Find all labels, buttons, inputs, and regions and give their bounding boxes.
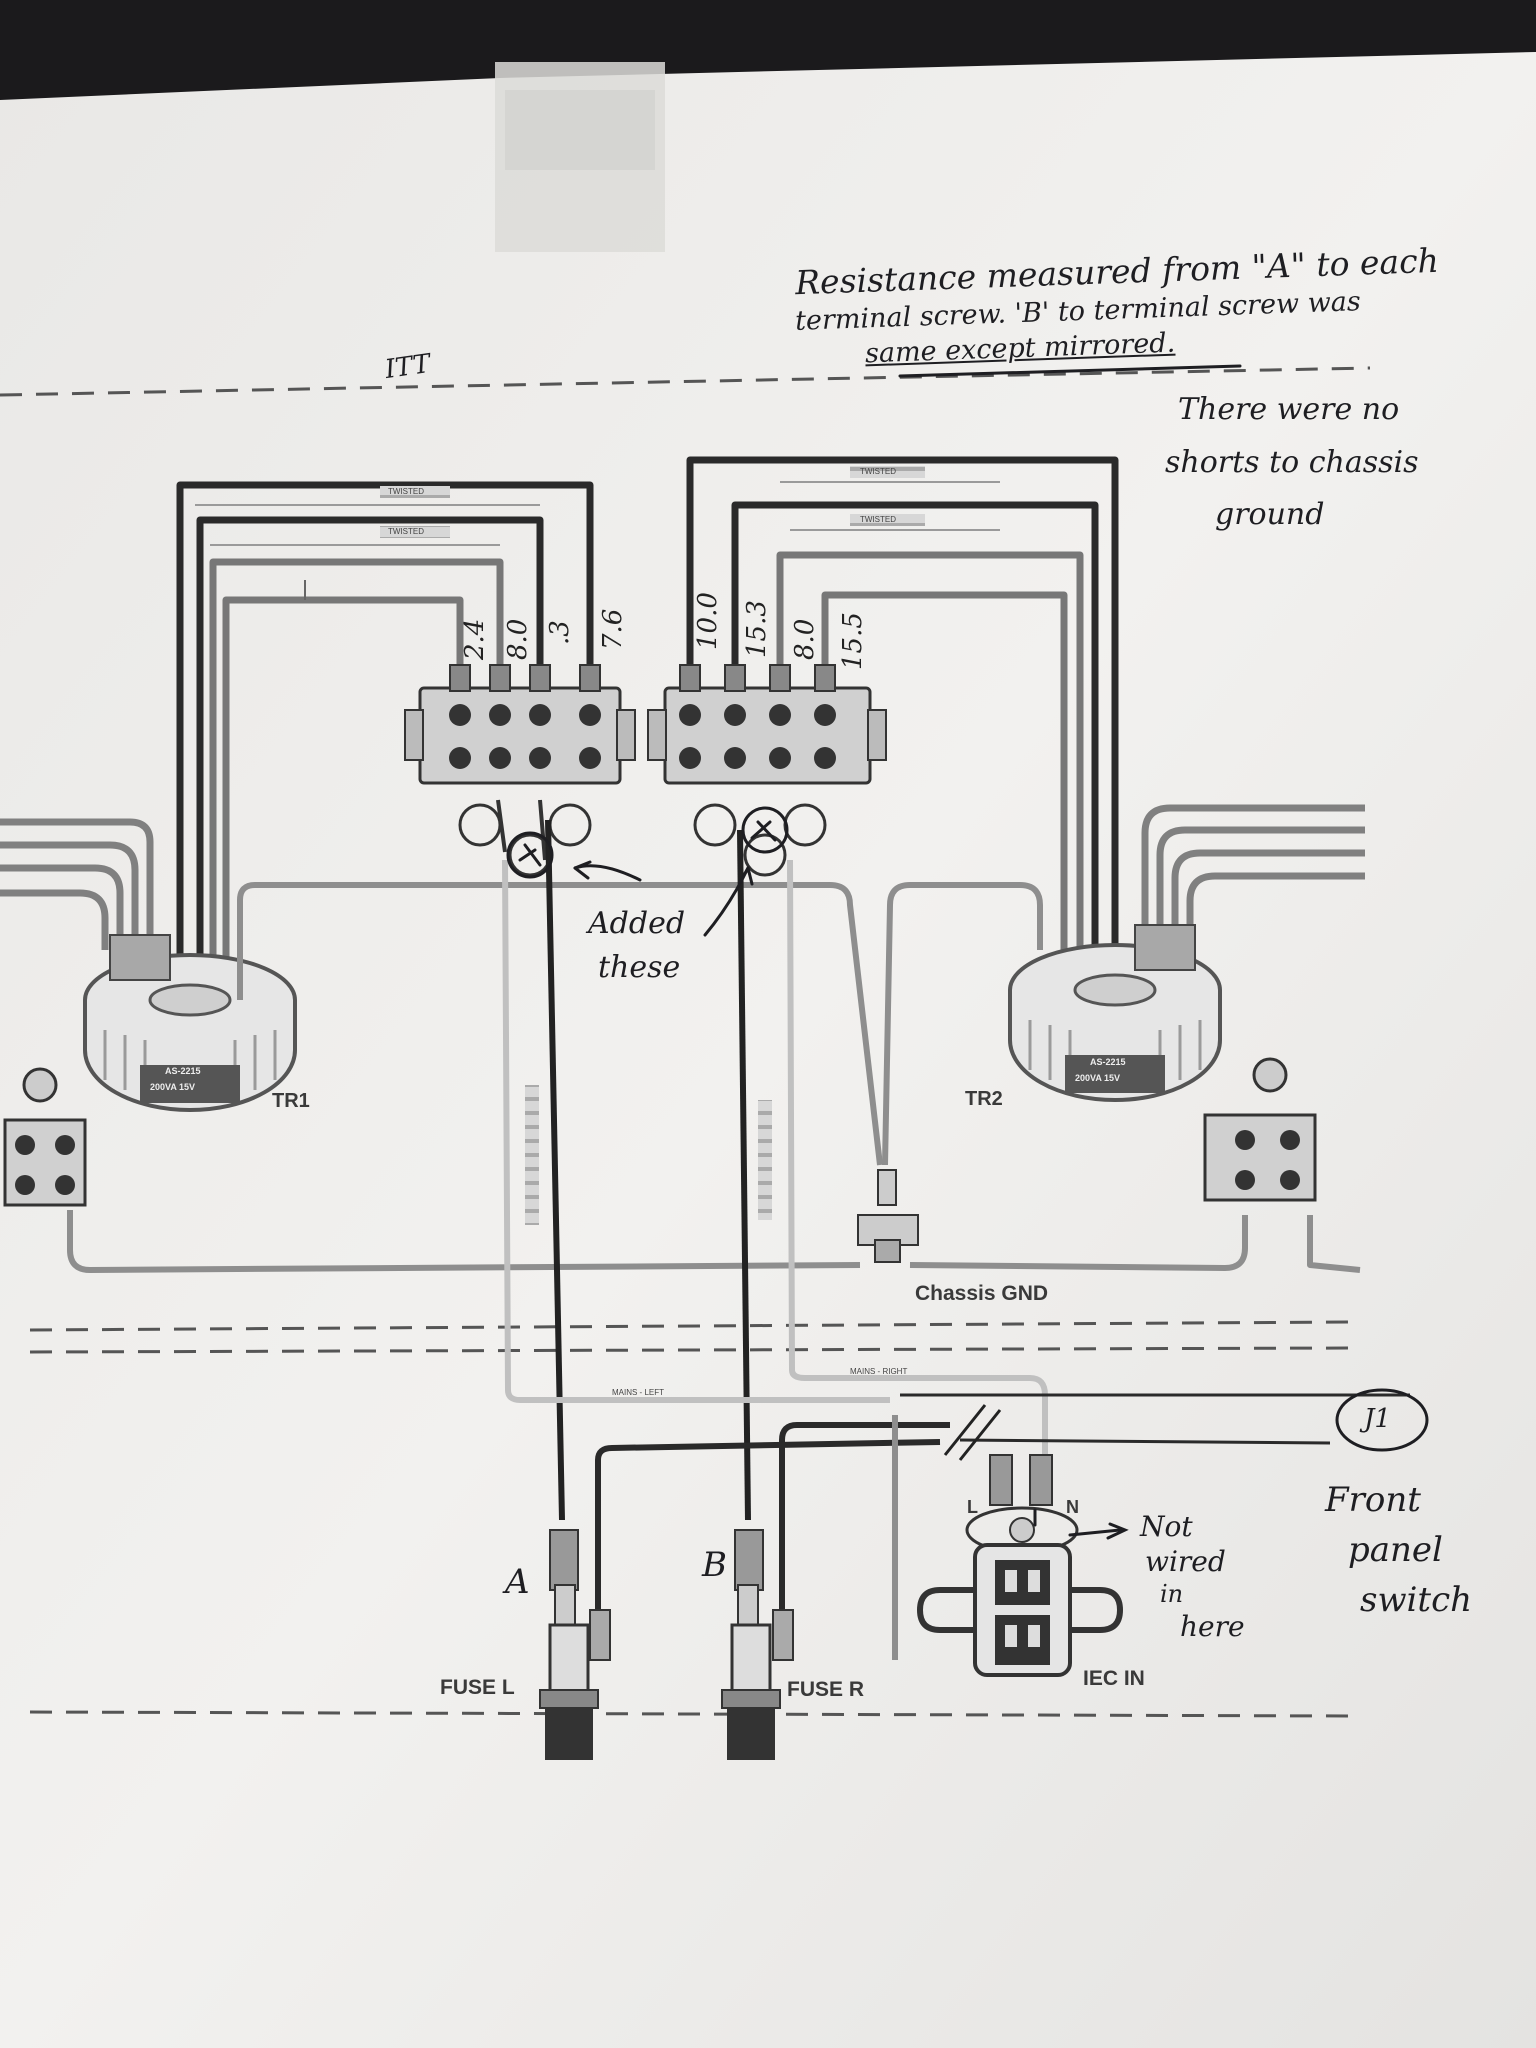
twisted-tag-4: TWISTED (860, 515, 896, 524)
reading-left-1: 2.4 (460, 618, 490, 660)
fuse-l-label: FUSE L (440, 1676, 515, 1699)
fuse-holder-left (539, 1529, 611, 1760)
reading-right-4: 15.5 (838, 612, 868, 670)
reading-left-3: .3 (545, 620, 575, 645)
note-added-line2: these (598, 950, 681, 985)
note-added-line1: Added (588, 906, 686, 941)
point-a-label: A (505, 1562, 530, 1602)
fuse-lead-wires (502, 819, 1410, 1660)
tr1-rating-bottom: 200VA 15V (150, 1082, 196, 1092)
reading-right-3: 8.0 (790, 618, 820, 660)
mains-right-tag: MAINS - RIGHT (850, 1367, 908, 1376)
reading-left-2: 8.0 (503, 618, 533, 660)
j1-circle (1335, 1388, 1429, 1452)
chassis-ground-wires (67, 882, 1361, 1273)
note-front-line3: switch (1360, 1580, 1473, 1620)
terminal-block-right (647, 664, 887, 877)
reading-right-2: 15.3 (742, 600, 772, 658)
iec-in-label: IEC IN (1083, 1667, 1145, 1690)
margin-mark: ITT (383, 348, 433, 386)
tr2-rating-top: AS-2215 (1090, 1057, 1126, 1067)
tr2-primary-wires (1141, 804, 1365, 940)
note-not-wired-line3: in (1160, 1580, 1184, 1608)
point-b-label: B (702, 1545, 727, 1585)
ground-block-left (3, 1067, 87, 1207)
note-not-wired-line4: here (1180, 1610, 1245, 1643)
panel-divider-lines (0, 366, 1371, 1718)
note-shorts-line1: There were no (1178, 392, 1400, 427)
note-front-line2: panel (1348, 1530, 1443, 1570)
tr1-primary-wires (0, 818, 154, 950)
note-shorts-line2: shorts to chassis (1165, 445, 1419, 480)
reading-left-4: 7.6 (598, 608, 628, 650)
tr2-secondary-wires (686, 456, 1119, 960)
transformer-tr2 (1008, 924, 1222, 1102)
fuse-r-label: FUSE R (787, 1678, 865, 1701)
fuse-holder-right (721, 1529, 794, 1760)
terminal-l-label: L (967, 1497, 978, 1517)
reading-right-1: 10.0 (693, 592, 723, 650)
tr1-rating-top: AS-2215 (165, 1066, 201, 1076)
twisted-tag-1: TWISTED (388, 487, 424, 496)
iec-inlet (916, 1454, 1124, 1677)
mains-left-tag: MAINS - LEFT (612, 1388, 665, 1397)
tr2-rating-bottom: 200VA 15V (1075, 1073, 1121, 1083)
terminal-block-left (404, 664, 636, 877)
twisted-tag-3: TWISTED (860, 467, 896, 476)
tr1-label: TR1 (272, 1090, 310, 1112)
tr2-label: TR2 (965, 1088, 1003, 1110)
note-shorts-line3: ground (1215, 497, 1325, 532)
note-not-wired-line1: Not (1140, 1510, 1193, 1543)
paper-sheet (0, 52, 1536, 2048)
note-front-line1: Front (1325, 1480, 1421, 1520)
ground-block-right (1203, 1057, 1317, 1202)
tr1-secondary-wires (176, 481, 594, 960)
j1-label: J1 (1364, 1404, 1391, 1434)
twisted-tag-2: TWISTED (388, 527, 424, 536)
chassis-gnd-label: Chassis GND (915, 1282, 1049, 1305)
handwritten-marks (506, 364, 1242, 1540)
note-not-wired-line2: wired (1145, 1545, 1226, 1578)
ground-star-point (857, 1169, 919, 1263)
terminal-n-label: N (1066, 1497, 1079, 1517)
